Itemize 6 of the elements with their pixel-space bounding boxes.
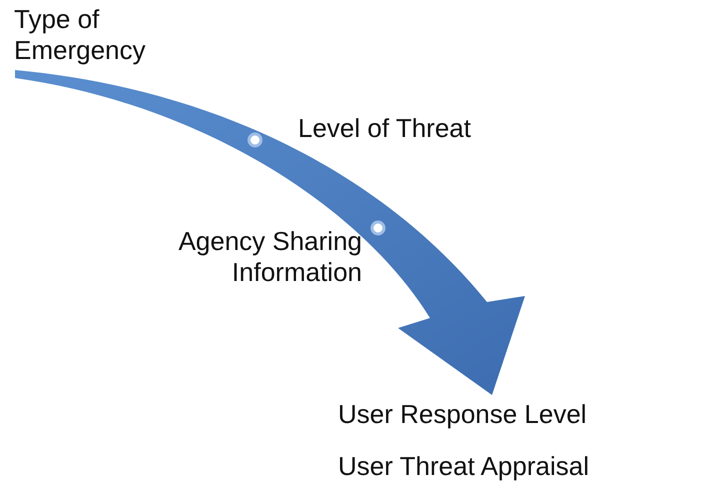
- step-label: User Response Level: [338, 399, 698, 430]
- step-label: Type of Emergency: [14, 4, 214, 66]
- step-label: Agency Sharing Information: [92, 226, 362, 288]
- step-label: User Threat Appraisal: [338, 451, 708, 482]
- curved-arrow: [15, 70, 525, 395]
- step-label: Level of Threat: [298, 113, 558, 144]
